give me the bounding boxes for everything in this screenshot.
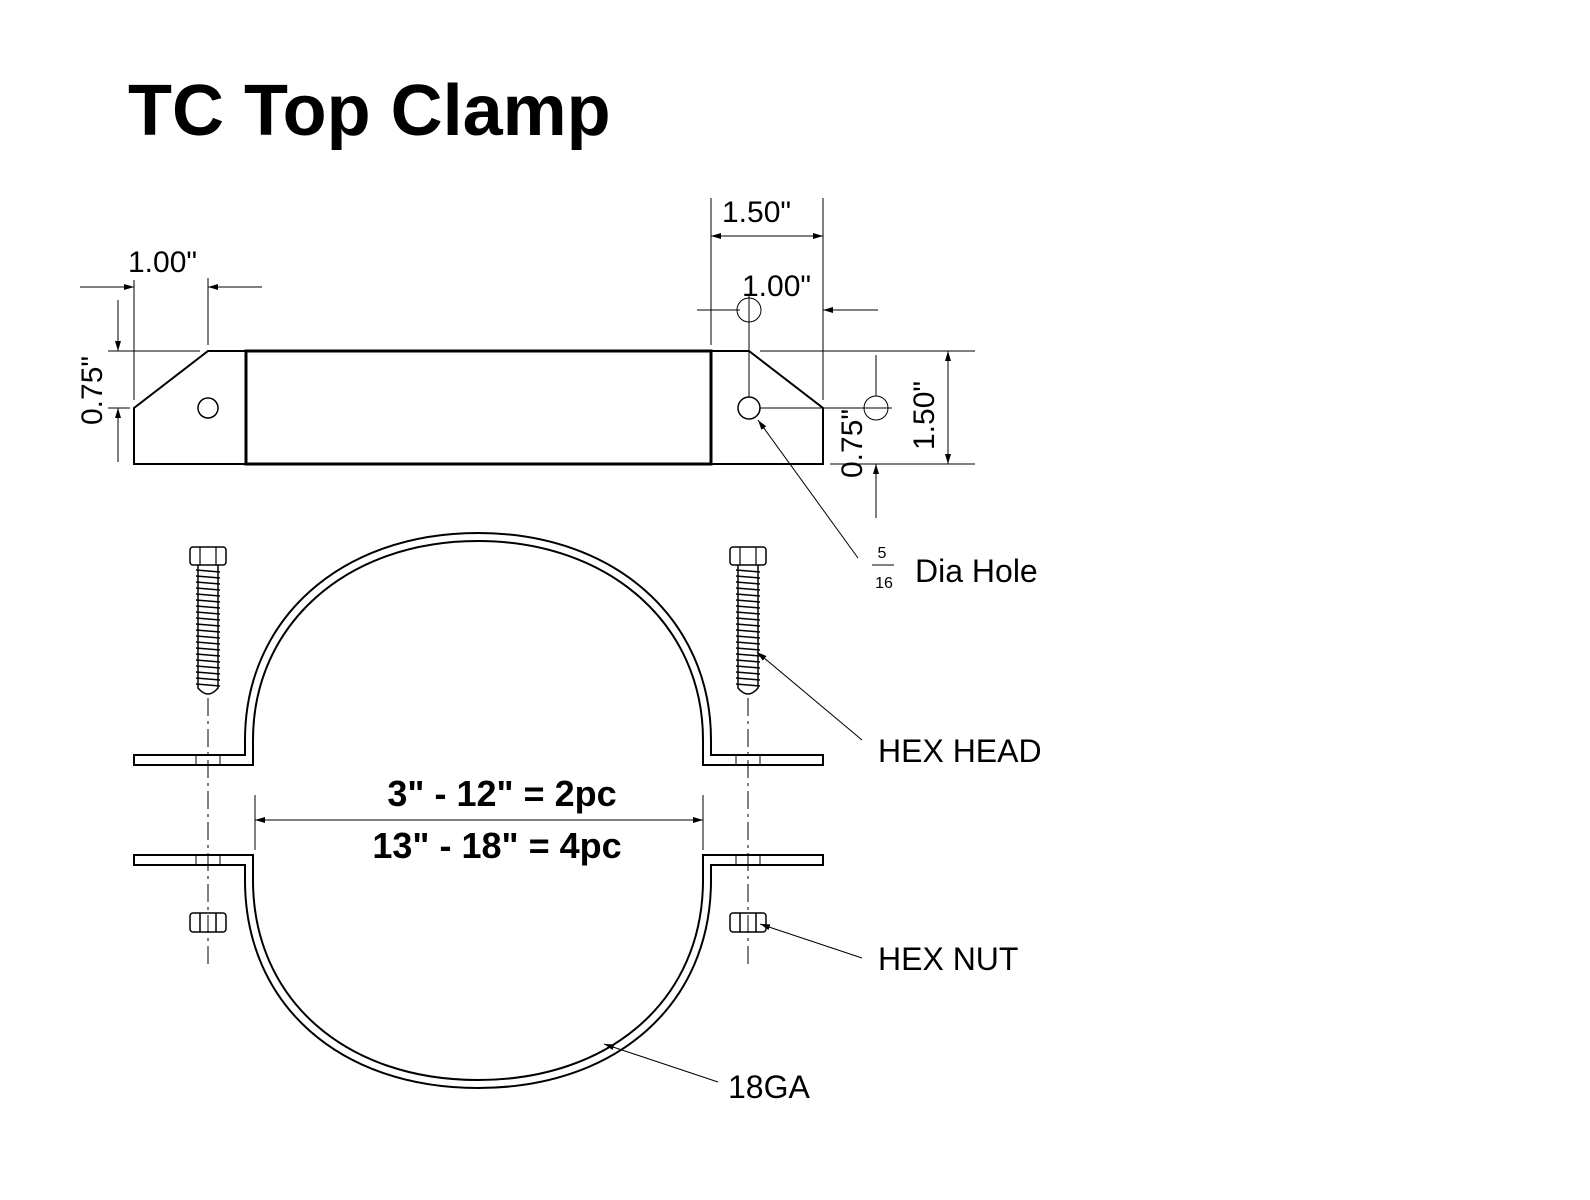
- fraction-numerator: 5: [878, 545, 887, 562]
- dim-band-width: 1.50": [908, 381, 941, 450]
- gauge-label: 18GA: [728, 1069, 810, 1105]
- upper-clamp-half: [133, 531, 824, 766]
- fraction-denominator: 16: [875, 575, 893, 592]
- callout-leaders: [603, 651, 863, 1083]
- dim-right-hole-offset: 1.00": [742, 270, 811, 303]
- hex-nut-left: [189, 912, 227, 933]
- hex-head-bolt-left: [189, 546, 227, 695]
- band-body: [244, 349, 713, 466]
- dim-right-tab-width: 1.50": [722, 196, 791, 229]
- band-outline: [133, 350, 824, 465]
- hex-head-bolt-right: [729, 546, 767, 695]
- diameter-dimension: [254, 795, 704, 850]
- hex-head-label: HEX HEAD: [878, 733, 1042, 769]
- drawing-title: TC Top Clamp: [128, 71, 611, 151]
- right-hole: [737, 396, 761, 420]
- hole-label: Dia Hole: [915, 553, 1038, 589]
- left-hole: [197, 397, 219, 419]
- piece-count-large: 13" - 18" = 4pc: [372, 825, 621, 866]
- bolt-centerlines: [207, 698, 749, 968]
- piece-count-small: 3" - 12" = 2pc: [387, 773, 616, 814]
- dimension-lines: [80, 198, 975, 559]
- flat-band-view: [133, 349, 824, 466]
- dim-right-hole-height: 0.75": [836, 409, 869, 478]
- lower-clamp-half: [133, 854, 824, 1090]
- dim-left-chamfer-width: 1.00": [128, 246, 197, 279]
- hole-callout: 5 16 Dia Hole: [872, 545, 1038, 592]
- hex-nut-right: [729, 912, 767, 933]
- dim-left-chamfer-height: 0.75": [76, 356, 109, 425]
- hex-nut-label: HEX NUT: [878, 941, 1018, 977]
